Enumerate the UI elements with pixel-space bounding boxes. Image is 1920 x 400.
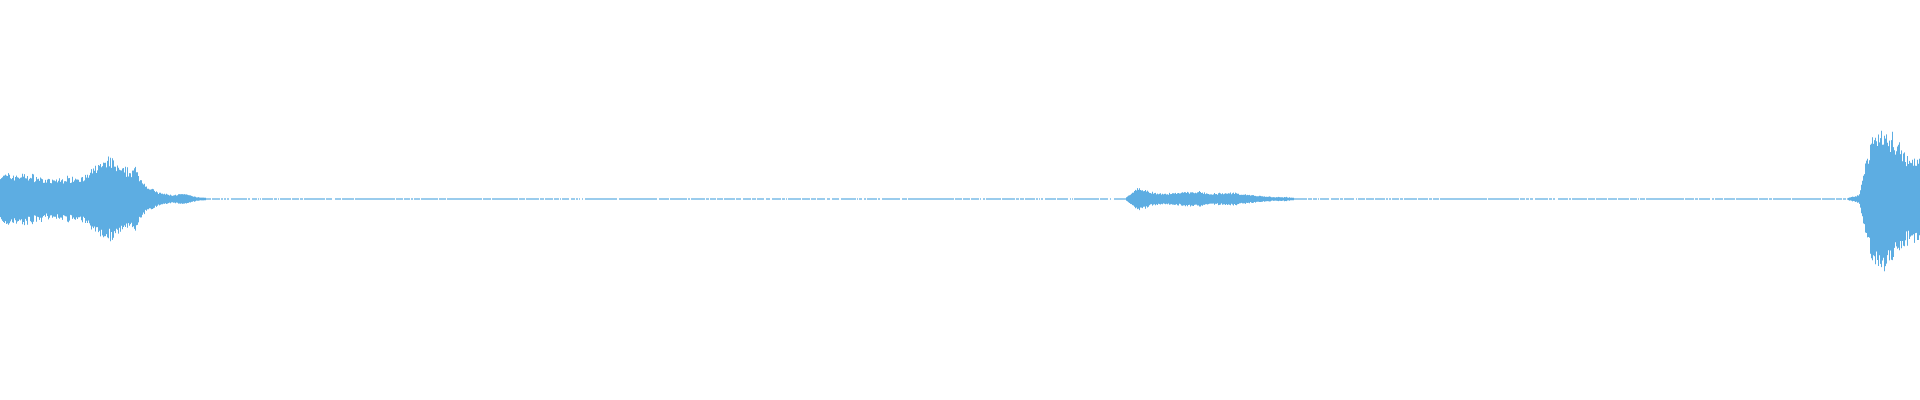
waveform-peaks [0,130,1920,272]
